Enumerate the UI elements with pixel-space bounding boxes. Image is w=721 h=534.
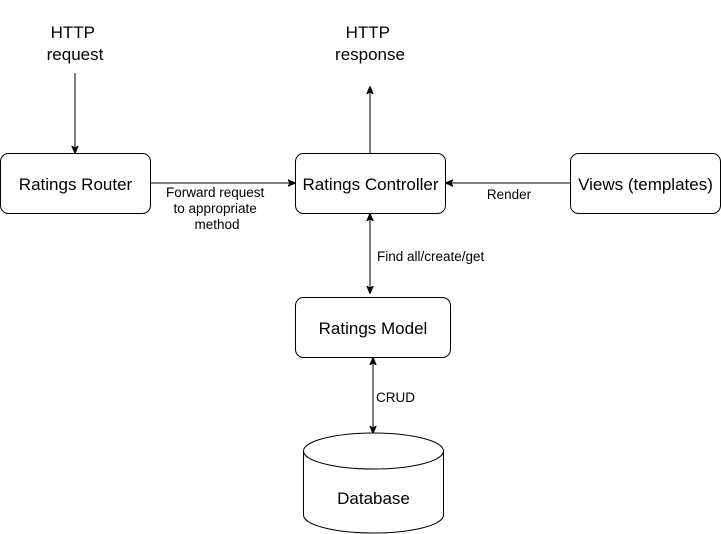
http-response-line-2: response xyxy=(335,45,405,64)
edge-label-find-all-create-get: Find all/create/get xyxy=(377,249,485,264)
database-cylinder-top xyxy=(303,432,444,470)
edge-label-find-line-1: Find all/create/get xyxy=(377,249,485,264)
edge-label-forward-line-3: method xyxy=(194,217,239,232)
node-ratings-model-box xyxy=(295,297,451,358)
http-request-line-1: HTTP xyxy=(51,23,95,42)
edge-label-forward-line-2: to appropriate xyxy=(173,201,256,216)
node-ratings-router-label: Ratings Router xyxy=(19,175,133,194)
edge-label-render: Render xyxy=(487,187,532,202)
node-ratings-controller: Ratings Controller xyxy=(295,153,446,214)
node-ratings-router: Ratings Router xyxy=(0,153,151,214)
edge-label-render-line-1: Render xyxy=(487,187,532,202)
edge-label-crud-line-1: CRUD xyxy=(376,390,415,405)
node-ratings-controller-label: Ratings Controller xyxy=(302,175,438,194)
edge-label-crud: CRUD xyxy=(376,390,415,405)
node-database-label: Database xyxy=(337,489,410,508)
node-views-templates-label: Views (templates) xyxy=(578,175,713,194)
http-response-label: HTTP response xyxy=(335,23,405,64)
http-request-label: HTTP request xyxy=(47,23,104,64)
node-ratings-router-box xyxy=(0,153,151,214)
database-cylinder-body xyxy=(303,451,444,534)
edge-label-forward-request: Forward request to appropriate method xyxy=(166,185,268,232)
node-ratings-model-label: Ratings Model xyxy=(319,319,428,338)
node-ratings-controller-box xyxy=(295,153,446,214)
edge-label-forward-line-1: Forward request xyxy=(166,185,265,200)
http-response-line-1: HTTP xyxy=(346,23,390,42)
http-request-line-2: request xyxy=(47,45,104,64)
node-views-templates: Views (templates) xyxy=(570,153,721,214)
node-database: Database xyxy=(303,432,444,534)
node-ratings-model: Ratings Model xyxy=(295,297,451,358)
